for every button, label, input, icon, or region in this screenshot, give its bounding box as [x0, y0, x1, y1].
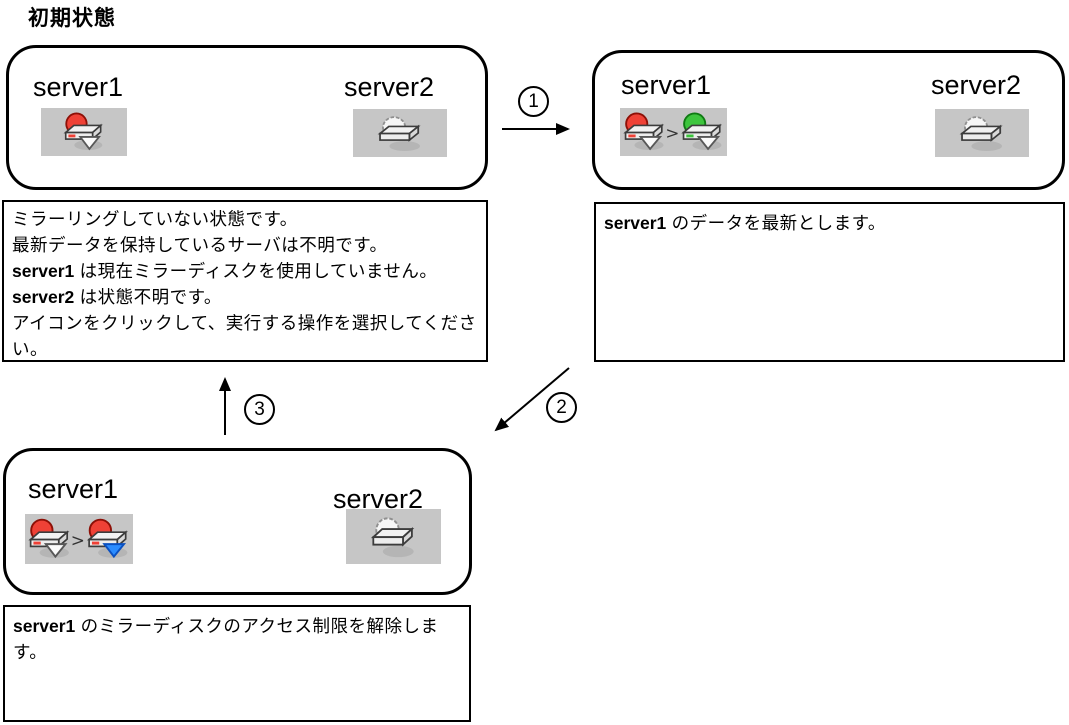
description-line: server2 は状態不明です。	[12, 287, 222, 307]
mirror-disk-unknown-icon[interactable]	[346, 509, 441, 564]
description-line: server1 は現在ミラーディスクを使用していません。	[12, 261, 438, 281]
mirror-disk-unknown-icon[interactable]	[353, 109, 447, 157]
server2-label: server2	[931, 70, 1022, 100]
description-line: server1 のデータを最新とします。	[604, 213, 886, 233]
description-line: server1 のミラーディスクのアクセス制限を解除します。	[13, 616, 439, 662]
state-box-step2-result: server1 > server2	[3, 448, 472, 595]
server1-label: server1	[621, 70, 712, 100]
state-box-step1-result: server1 > server2	[592, 50, 1065, 190]
arrow-step2-icon	[494, 367, 570, 432]
description-line: アイコンをクリックして、実行する操作を選択してください。	[12, 313, 477, 359]
server1-label: server1	[28, 474, 119, 504]
step-3-badge: 3	[244, 394, 275, 425]
mirror-disk-unknown-icon[interactable]	[935, 109, 1029, 157]
svg-text:>: >	[71, 530, 85, 550]
state-description-initial: ミラーリングしていない状態です。 最新データを保持しているサーバは不明です。 s…	[2, 200, 488, 362]
server2-label: server2	[333, 484, 424, 514]
server1-label: server1	[33, 72, 124, 102]
arrow-step1-icon	[502, 123, 570, 135]
step-1-badge: 1	[518, 86, 549, 117]
description-line: ミラーリングしていない状態です。	[12, 209, 298, 229]
step-2-badge: 2	[546, 392, 577, 423]
server2-label: server2	[344, 72, 435, 102]
description-line: 最新データを保持しているサーバは不明です。	[12, 235, 388, 255]
mirror-disk-error-to-access-icon[interactable]: >	[25, 514, 133, 564]
state-description-step1: server1 のデータを最新とします。	[594, 202, 1065, 362]
page-title: 初期状態	[28, 7, 116, 30]
state-box-initial: server1 server2	[6, 45, 488, 190]
arrow-step3-icon	[219, 377, 231, 435]
mirror-disk-error-icon[interactable]	[41, 108, 127, 156]
mirror-disk-error-to-normal-icon[interactable]: >	[620, 108, 727, 156]
state-description-step2: server1 のミラーディスクのアクセス制限を解除します。	[3, 605, 471, 722]
svg-text:>: >	[665, 124, 679, 143]
